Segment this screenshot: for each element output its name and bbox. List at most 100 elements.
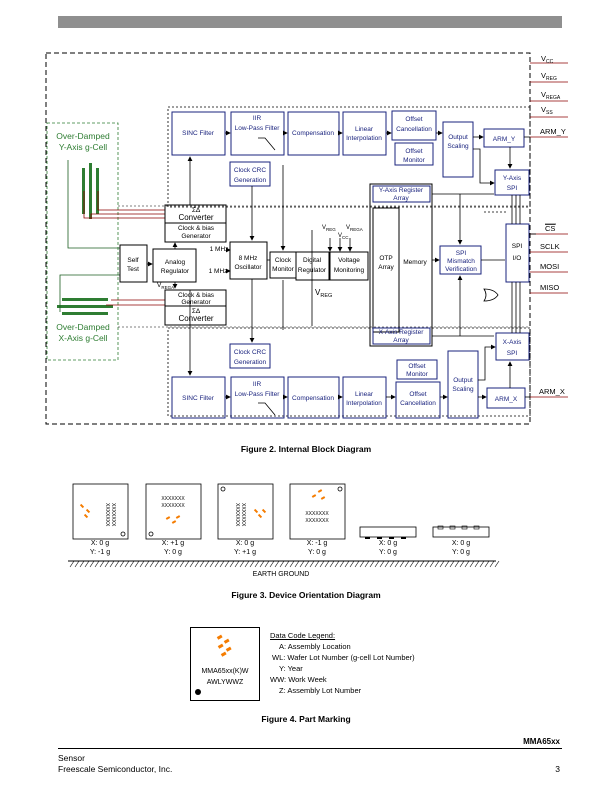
hatch-mark bbox=[129, 560, 135, 568]
offset-cancel-y bbox=[391, 110, 437, 141]
hatch-mark bbox=[394, 560, 400, 568]
hatch-mark bbox=[134, 560, 140, 568]
offset-monitor-y-label: Offset bbox=[405, 148, 422, 155]
clock-crc-y-label: Clock CRC bbox=[234, 167, 266, 174]
converter-x-label: Converter bbox=[178, 314, 213, 323]
sinc-x bbox=[171, 376, 226, 419]
svg-text:XXXXXXX: XXXXXXX bbox=[305, 518, 329, 524]
hatch-mark bbox=[99, 560, 105, 568]
yspi-label: Y-Axis bbox=[503, 175, 522, 182]
y-register bbox=[372, 185, 431, 203]
footer-rule bbox=[58, 748, 562, 749]
hatch-mark bbox=[324, 560, 330, 568]
hatch-mark bbox=[189, 560, 195, 568]
hatch-mark bbox=[224, 560, 230, 568]
device-1-x: X: 0 g bbox=[91, 540, 109, 547]
hatch-mark bbox=[104, 560, 110, 568]
legend-item: Y: Year bbox=[279, 664, 303, 673]
ground-label: EARTH GROUND bbox=[253, 571, 310, 578]
vrega-left-label: VREGA bbox=[157, 282, 174, 290]
hatch-mark bbox=[399, 560, 405, 568]
bias-y-label: Clock & bias bbox=[178, 225, 215, 232]
iir-x-label: IIR bbox=[253, 381, 262, 388]
hatch-mark bbox=[94, 560, 100, 568]
otp-label: OTP bbox=[379, 255, 392, 262]
orientation-diagram: XXXXXXX XXXXXXX XXXXXXX XXXXXXX XXXXXXX … bbox=[68, 483, 500, 578]
hatch-mark bbox=[119, 560, 125, 568]
linear-x-label: Linear bbox=[355, 391, 374, 398]
hatch-mark bbox=[204, 560, 210, 568]
hatch-mark bbox=[184, 560, 190, 568]
hatch-mark bbox=[159, 560, 165, 568]
output-scaling-x-label-2: Scaling bbox=[452, 386, 474, 393]
device-3-marking: XXXXXXX XXXXXXX bbox=[234, 503, 246, 527]
hatch-mark bbox=[444, 560, 450, 568]
clock-crc-x-label: Clock CRC bbox=[234, 349, 266, 356]
device-1 bbox=[72, 483, 129, 540]
hatch-mark bbox=[234, 560, 240, 568]
legend-item: WW: Work Week bbox=[270, 675, 327, 684]
device-5-pads bbox=[365, 537, 406, 539]
output-scaling-y-label: Output bbox=[448, 134, 468, 141]
part-line2: AWLYWWZ bbox=[206, 679, 244, 686]
output-scaling-x-label: Output bbox=[453, 377, 473, 384]
hatch-mark bbox=[369, 560, 375, 568]
offset-monitor-y bbox=[394, 142, 434, 166]
hatch-mark bbox=[154, 560, 160, 568]
pin-vss: VSS bbox=[541, 105, 553, 116]
hatch-mark bbox=[289, 560, 295, 568]
comp-y-label: Compensation bbox=[292, 130, 334, 137]
offset-monitor-y-label-2: Monitor bbox=[403, 157, 426, 164]
part-marking-chip: MMA65xx(K)W AWLYWWZ bbox=[190, 627, 260, 701]
pin-mosi: MOSI bbox=[540, 262, 559, 271]
hatch-mark bbox=[254, 560, 260, 568]
memory-label: Memory bbox=[403, 259, 427, 266]
sinc-x-label: SINC Filter bbox=[182, 395, 215, 402]
pin-vcc: VCC bbox=[541, 54, 554, 65]
chip-boundary bbox=[45, 52, 531, 425]
device-1-logo bbox=[79, 503, 91, 519]
device-1-y: Y: -1 g bbox=[90, 549, 110, 556]
pin1-dot bbox=[195, 689, 201, 695]
clock-monitor bbox=[269, 251, 297, 279]
linear-y-label-2: Interpolation bbox=[346, 135, 382, 142]
device-2-marking: XXXXXXX XXXXXXX bbox=[161, 496, 185, 509]
hatch-mark bbox=[194, 560, 200, 568]
svg-text:XXXXXXX: XXXXXXX bbox=[240, 503, 246, 527]
device-5-y: Y: 0 g bbox=[379, 549, 397, 556]
mhz-label-top: 1 MHz bbox=[210, 246, 229, 253]
hatch-mark bbox=[459, 560, 465, 568]
device-3-y: Y: +1 g bbox=[234, 549, 256, 556]
svg-text:XXXXXXX: XXXXXXX bbox=[110, 503, 116, 527]
voltage-monitor-label-2: Monitoring bbox=[334, 267, 365, 274]
hatch-mark bbox=[374, 560, 380, 568]
device-6-y: Y: 0 g bbox=[452, 549, 470, 556]
converter-y-sigma: ΣΔ bbox=[192, 207, 201, 214]
pin-arm-y: ARM_Y bbox=[540, 127, 566, 136]
legend-item: WL: Wafer Lot Number (g-cell Lot Number) bbox=[272, 653, 415, 662]
bias-y-label-2: Generator bbox=[181, 233, 211, 240]
device-2-x: X: +1 g bbox=[162, 540, 184, 547]
arm-y-box bbox=[483, 128, 525, 148]
spi-mismatch-label-2: Mismatch bbox=[447, 258, 475, 265]
device-1-marking: XXXXXXX XXXXXXX bbox=[104, 503, 116, 527]
voltage-monitor bbox=[329, 251, 369, 281]
osc-label-2: Oscillator bbox=[234, 264, 262, 271]
hatch-mark bbox=[259, 560, 265, 568]
hatch-mark bbox=[69, 560, 75, 568]
yspi-label-2: SPI bbox=[507, 185, 518, 192]
hatch-mark bbox=[409, 560, 415, 568]
hatch-mark bbox=[199, 560, 205, 568]
hatch-mark bbox=[364, 560, 370, 568]
vreg-top-label: VREG bbox=[322, 225, 336, 232]
y-cell-label: Over-Damped bbox=[56, 131, 110, 141]
hatch-mark bbox=[449, 560, 455, 568]
device-2-y: Y: 0 g bbox=[164, 549, 182, 556]
x-register-label-2: Array bbox=[393, 337, 409, 344]
hatch-mark bbox=[239, 560, 245, 568]
part-line1: MMA65xx(K)W bbox=[201, 668, 249, 675]
offset-cancel-x-label-2: Cancellation bbox=[400, 400, 436, 407]
digital-reg-label-2: Regulator bbox=[298, 267, 327, 274]
device-4 bbox=[289, 483, 346, 540]
hatch-mark bbox=[329, 560, 335, 568]
